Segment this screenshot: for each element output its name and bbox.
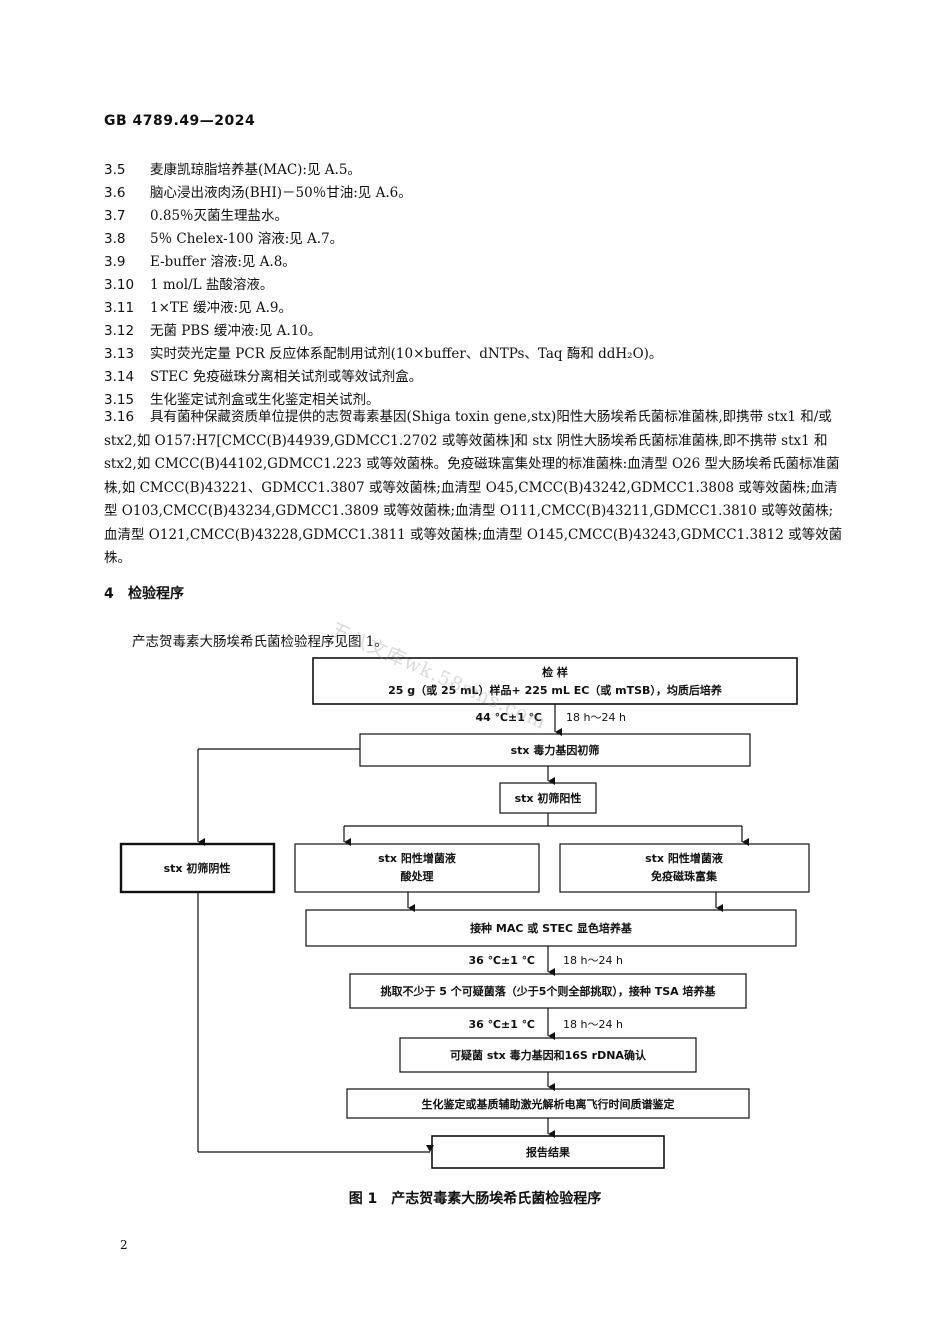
cond2-time: 18 h～24 h [563, 954, 623, 967]
inoculate-box [305, 909, 797, 947]
cond2-temp: 36 ℃±1 ℃ [469, 954, 535, 967]
standard-number: GB 4789.49—2024 [104, 113, 256, 129]
immuno-line2: 免疫磁珠富集 [651, 869, 718, 883]
cond3-temp: 36 ℃±1 ℃ [469, 1018, 535, 1031]
sample-title: 检 样 [542, 665, 568, 679]
acid-box [294, 843, 540, 893]
negative-label: stx 初筛阴性 [164, 861, 231, 875]
cond1-time: 18 h～24 h [566, 711, 626, 724]
report-label: 报告结果 [526, 1145, 570, 1159]
acid-line1: stx 阳性增菌液 [378, 851, 457, 865]
figure-caption: 图 1 产志贺毒素大肠埃希氏菌检验程序 [348, 1191, 602, 1207]
pick-label: 挑取不少于 5 个可疑菌落（少于5个则全部挑取），接种 TSA 培养基 [380, 984, 716, 998]
cond3-time: 18 h～24 h [563, 1018, 623, 1031]
intro-text: 产志贺毒素大肠埃希氏菌检验程序见图 1。 [132, 634, 388, 650]
acid-line2: 酸处理 [401, 869, 434, 883]
identify-label: 生化鉴定或基质辅助激光解析电离飞行时间质谱鉴定 [422, 1097, 675, 1111]
positive-label: stx 初筛阳性 [515, 791, 582, 805]
page-number: 2 [120, 1238, 128, 1252]
immuno-box [559, 843, 810, 893]
inoculate-label: 接种 MAC 或 STEC 显色培养基 [470, 921, 633, 935]
screen-label: stx 毒力基因初筛 [511, 743, 600, 757]
cond1-temp: 44 ℃±1 ℃ [476, 711, 542, 724]
confirm-label: 可疑菌 stx 毒力基因和16S rDNA确认 [450, 1048, 647, 1062]
immuno-line1: stx 阳性增菌液 [645, 851, 724, 865]
sample-desc: 25 g（或 25 mL）样品+ 225 mL EC（或 mTSB），均质后培养 [388, 683, 723, 697]
